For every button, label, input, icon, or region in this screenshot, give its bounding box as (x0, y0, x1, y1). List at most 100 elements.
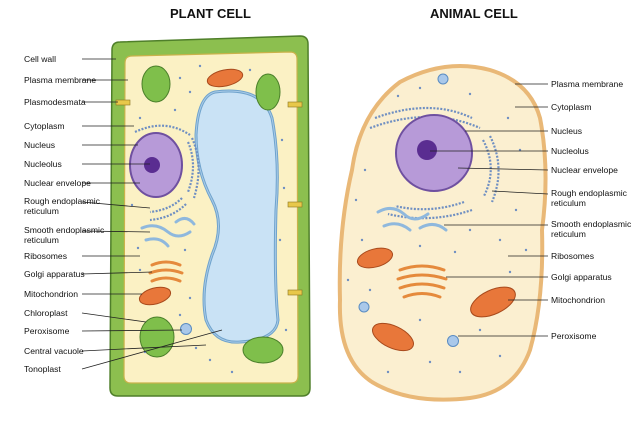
plant-mitochondrion-group (138, 68, 244, 306)
animal-nucleolus (417, 140, 437, 160)
ribosome-dot (506, 116, 510, 120)
plant-chloroplast (255, 73, 281, 111)
label-animal-ribosomes: Ribosomes (551, 251, 594, 261)
leader-chloroplast (81, 312, 147, 323)
ribosome-dot (498, 354, 502, 358)
ribosome-dot (284, 328, 288, 332)
animal-mitochondrion (356, 247, 394, 269)
label-animal-plasma-membrane: Plasma membrane (551, 79, 624, 89)
label-cell-wall: Cell wall (24, 54, 56, 64)
animal-plasma-membrane (337, 64, 548, 402)
ribosome-dot (418, 244, 422, 248)
ribosome-dot (360, 238, 364, 242)
ribosome-dot (230, 370, 234, 374)
leader-tonoplast (81, 329, 223, 370)
ribosome-dot (248, 68, 252, 72)
ribosome-dot (368, 288, 372, 292)
ribosome-dot (136, 246, 140, 250)
leader-golgi (81, 271, 153, 275)
animal-rough-er (369, 106, 500, 220)
label-animal-nucleus: Nucleus (551, 126, 583, 136)
ribosome-dot (453, 250, 457, 254)
plasmodesma (287, 201, 303, 208)
ribosome-dot (478, 328, 482, 332)
label-animal-mitochondrion: Mitochondrion (551, 295, 605, 305)
tonoplast (195, 90, 279, 343)
leader-lines (81, 58, 549, 370)
ribosome-dot (346, 278, 350, 282)
animal-cell-title: ANIMAL CELL (430, 6, 518, 21)
leader-peroxisome (81, 329, 183, 332)
ribosome-dot (508, 270, 512, 274)
ribosome-dot (354, 198, 358, 202)
ribosome-dot (188, 90, 192, 94)
ribosome-dot (514, 208, 518, 212)
label-plasma-membrane: Plasma membrane (24, 75, 97, 85)
ribosome-dot (428, 360, 432, 364)
label-cytoplasm: Cytoplasm (24, 121, 65, 131)
animal-ribosomes (346, 86, 528, 374)
animal-mitochondrion (372, 322, 414, 352)
ribosome-dot (138, 268, 142, 272)
ribosome-dot (183, 248, 187, 252)
ribosome-dot (468, 92, 472, 96)
ribosome-dot (188, 296, 192, 300)
ribosome-dot (280, 138, 284, 142)
ribosome-dot (524, 248, 528, 252)
label-animal-golgi-apparatus: Golgi apparatus (551, 272, 612, 282)
label-golgi-apparatus: Golgi apparatus (24, 269, 85, 279)
label-nuclear-envelope: Nuclear envelope (24, 178, 91, 188)
animal-mitochondrion (470, 286, 516, 318)
plasmodesma (287, 289, 303, 296)
animal-golgi (396, 264, 448, 299)
plant-rough-er (134, 124, 200, 222)
ribosome-dot (178, 313, 182, 317)
plant-mitochondrion (138, 286, 172, 306)
label-tonoplast: Tonoplast (24, 364, 61, 374)
ribosome-dot (173, 108, 177, 112)
ribosome-dot (498, 238, 502, 242)
plasmodesma (115, 99, 131, 106)
leader-animal-nuclear-envelope (457, 167, 549, 171)
leader-rough-er (81, 201, 151, 209)
plant-smooth-er (140, 217, 196, 248)
ribosome-dot (418, 318, 422, 322)
ribosome-dot (386, 370, 390, 374)
ribosome-dot (138, 116, 142, 120)
ribosome-dot (458, 370, 462, 374)
ribosome-dot (418, 86, 422, 90)
ribosome-dot (208, 358, 212, 362)
plant-ribosomes (130, 64, 288, 374)
plant-nucleolus (144, 157, 160, 173)
label-mitochondrion: Mitochondrion (24, 289, 78, 299)
animal-peroxisome (358, 301, 370, 313)
label-ribosomes: Ribosomes (24, 251, 67, 261)
label-animal-peroxisome: Peroxisome (551, 331, 597, 341)
label-animal-nucleolus: Nucleolus (551, 146, 589, 156)
plant-chloroplast (141, 65, 171, 103)
label-nucleolus: Nucleolus (24, 159, 62, 169)
animal-peroxisome (447, 335, 459, 347)
label-plasmodesmata: Plasmodesmata (24, 97, 86, 107)
label-peroxisome: Peroxisome (24, 326, 70, 336)
label-nucleus: Nucleus (24, 140, 56, 150)
ribosome-dot (130, 203, 134, 207)
plant-chloroplast (242, 336, 284, 364)
plant-peroxisome (180, 323, 192, 335)
ribosome-dot (178, 76, 182, 80)
ribosome-dot (396, 94, 400, 98)
leader-central-vacuole (81, 344, 207, 352)
label-animal-cytoplasm: Cytoplasm (551, 102, 592, 112)
leader-smooth-er (81, 230, 151, 233)
plant-cell (109, 35, 311, 397)
plasmodesma (287, 101, 303, 108)
animal-smooth-er (376, 207, 448, 232)
animal-peroxisome (437, 73, 449, 85)
ribosome-dot (468, 228, 472, 232)
ribosome-dot (278, 238, 282, 242)
